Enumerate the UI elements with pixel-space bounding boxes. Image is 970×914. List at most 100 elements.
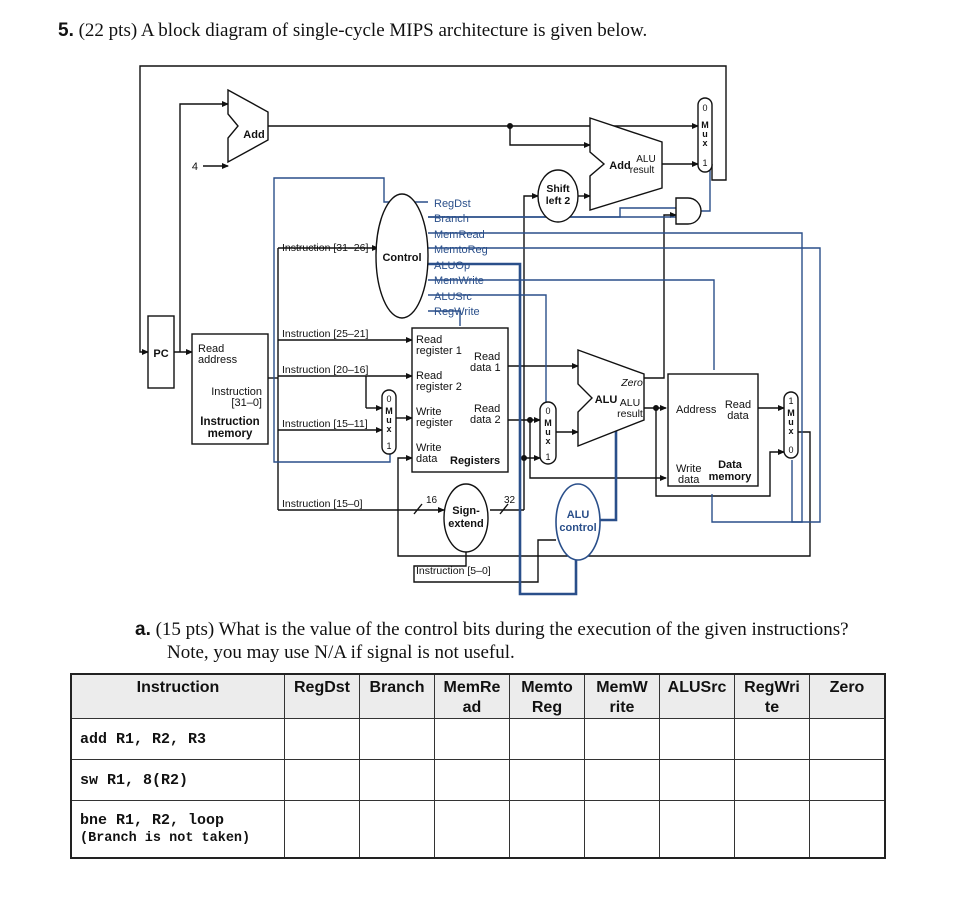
control-signal-labels: RegDst Branch MemRead MemtoReg ALUOp Mem… [434, 198, 488, 318]
memtoreg-mux-bit-1: 1 [788, 396, 793, 406]
regs-rr2-a: Read [416, 370, 442, 382]
field-31-26: Instruction [31–26] [282, 242, 368, 254]
answer-cell-memread[interactable] [434, 718, 510, 760]
branch-adder-label: Add [609, 160, 630, 172]
data-memory [667, 373, 759, 487]
alu-zero-label: Zero [620, 377, 643, 389]
regs-name: Registers [450, 455, 500, 467]
branch-and-gate [675, 197, 702, 225]
register-file [411, 327, 509, 473]
part-a-line-1: (15 pts) What is the value of the contro… [155, 619, 849, 640]
signal-regwrite: RegWrite [434, 306, 480, 318]
header-alusrc: ALUSrc [659, 673, 735, 719]
memtoreg-mux-x: x [788, 426, 793, 436]
regs-wr-b: register [416, 417, 453, 429]
answer-cell-memwrite[interactable] [584, 718, 660, 760]
pc-source-mux [697, 97, 713, 173]
pc-register [147, 315, 175, 389]
imem-name-1: Instruction [200, 416, 259, 428]
memtoreg-mux [783, 391, 799, 459]
header-zero: Zero [809, 673, 886, 719]
regs-rr2-b: register 2 [416, 381, 462, 393]
answer-cell-alusrc[interactable] [659, 800, 735, 859]
memtoreg-mux-m: M [787, 408, 795, 418]
answer-cell-memtoreg[interactable] [509, 759, 585, 801]
regs-wr-a: Write [416, 406, 441, 418]
regdst-mux-u: u [386, 415, 392, 425]
pc-adder-label: Add [243, 129, 264, 141]
answer-cell-alusrc[interactable] [659, 718, 735, 760]
answer-cell-memtoreg[interactable] [509, 718, 585, 760]
regdst-mux-x: x [386, 424, 391, 434]
answer-cell-branch[interactable] [359, 759, 435, 801]
sign-extend [443, 483, 489, 553]
answer-cell-alusrc[interactable] [659, 759, 735, 801]
instruction-cell: sw R1, 8(R2) [70, 759, 285, 801]
answer-cell-branch[interactable] [359, 718, 435, 760]
pc-mux-bit-0: 0 [702, 103, 707, 113]
regs-rr1-b: register 1 [416, 345, 462, 357]
answer-cell-zero[interactable] [809, 759, 886, 801]
control-label: Control [382, 252, 421, 264]
shift-label-2: left 2 [546, 195, 571, 207]
part-a-line-2: Note, you may use N/A if signal is not u… [167, 642, 515, 663]
branch-alu-label: ALU [636, 154, 655, 165]
alusrc-mux-bit-1: 1 [545, 452, 550, 462]
header-regdst: RegDst [284, 673, 360, 719]
mips-datapath-diagram: PC Read address Instruction [31–0] Instr… [139, 65, 821, 596]
regs-rr1-a: Read [416, 334, 442, 346]
table-row: add R1, R2, R3 [70, 718, 886, 760]
alusrc-mux-m: M [544, 418, 552, 428]
answer-cell-regwrite[interactable] [734, 800, 810, 859]
alusrc-mux-bit-0: 0 [545, 406, 550, 416]
alusrc-mux [539, 401, 557, 465]
answer-cell-memwrite[interactable] [584, 800, 660, 859]
alu-control [555, 483, 601, 561]
answer-cell-regwrite[interactable] [734, 759, 810, 801]
answer-cell-zero[interactable] [809, 800, 886, 859]
dmem-write-1: Write [676, 463, 701, 475]
dmem-read-1: Read [725, 399, 751, 411]
pc-mux-letter-m: M [701, 120, 709, 130]
instruction-text: bne R1, R2, loop [80, 812, 225, 829]
instruction-note: (Branch is not taken) [80, 831, 251, 846]
answer-cell-branch[interactable] [359, 800, 435, 859]
answer-cell-memtoreg[interactable] [509, 800, 585, 859]
branch-adder [589, 117, 663, 211]
imem-address-label: address [198, 354, 238, 366]
answer-cell-zero[interactable] [809, 718, 886, 760]
alusrc-mux-u: u [545, 427, 551, 437]
regdst-mux [381, 389, 397, 455]
table-row: sw R1, 8(R2) [70, 759, 886, 801]
regs-rd1-a: Read [474, 351, 500, 363]
answer-cell-regdst[interactable] [284, 759, 360, 801]
control-unit [375, 193, 429, 319]
answer-cell-memread[interactable] [434, 800, 510, 859]
imem-read-label: Read [198, 343, 224, 355]
instruction-memory [191, 333, 269, 445]
main-alu [577, 349, 645, 448]
bits-32: 32 [504, 495, 516, 506]
part-a-label: a. [135, 619, 151, 640]
regs-wd-a: Write [416, 442, 441, 454]
answer-cell-regwrite[interactable] [734, 718, 810, 760]
regs-rd1-b: data 1 [470, 362, 501, 374]
imem-name-2: memory [208, 428, 253, 440]
alu-control-label-1: ALU [567, 509, 590, 521]
dmem-write-2: data [678, 474, 700, 486]
signal-memwrite: MemWrite [434, 275, 484, 287]
regdst-mux-bit-1: 1 [386, 441, 391, 451]
answer-cell-memwrite[interactable] [584, 759, 660, 801]
header-instruction: Instruction [70, 673, 285, 719]
alu-label: ALU [595, 394, 618, 406]
signal-branch: Branch [434, 213, 469, 225]
dmem-name-1: Data [718, 459, 743, 471]
sign-extend-label-2: extend [448, 518, 483, 530]
shift-left-2 [537, 169, 579, 223]
alu-result-1: ALU [620, 397, 640, 409]
answer-cell-regdst[interactable] [284, 718, 360, 760]
answer-cell-regdst[interactable] [284, 800, 360, 859]
answer-cell-memread[interactable] [434, 759, 510, 801]
field-25-21: Instruction [25–21] [282, 328, 368, 340]
